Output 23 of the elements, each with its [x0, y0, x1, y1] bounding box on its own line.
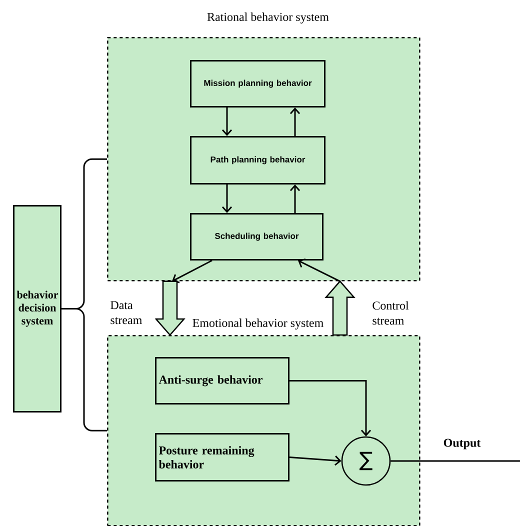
block-arrow [154, 280, 186, 336]
process-box: Scheduling behavior [190, 213, 324, 260]
process-box: Mission planning behavior [190, 60, 326, 108]
arrow [290, 380, 372, 436]
edge-label: Data stream [109, 300, 156, 326]
system-box: behavior decision system [13, 205, 62, 412]
arrow [290, 184, 300, 213]
arrow [172, 260, 212, 284]
arrow [222, 108, 232, 136]
output-line [390, 460, 520, 462]
process-box: Path planning behavior [190, 136, 326, 184]
panel-title: Emotional behavior system [192, 318, 324, 330]
arrow [222, 184, 232, 213]
block-arrow [324, 280, 356, 336]
arrow [289, 456, 342, 466]
arrow [298, 258, 340, 282]
process-box: Posture remaining behavior [155, 433, 290, 482]
edge-label: Control stream [371, 300, 418, 326]
arrow [290, 108, 300, 136]
process-box: Anti-surge behavior [155, 357, 290, 404]
edge-label: Output [442, 438, 482, 450]
bracket-line [62, 308, 107, 432]
panel-title: Rational behavior system [207, 12, 329, 24]
